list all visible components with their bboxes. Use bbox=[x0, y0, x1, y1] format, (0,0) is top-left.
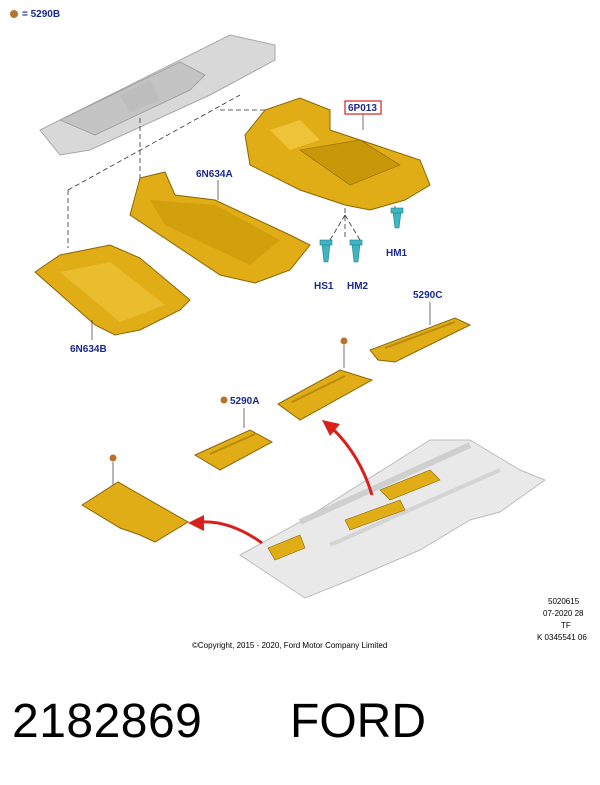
part-number: 2182869 bbox=[12, 695, 203, 748]
part-left-pad bbox=[81, 481, 189, 543]
part-6N634B-shield bbox=[34, 244, 191, 336]
code-line-3: TF bbox=[561, 621, 571, 630]
frame-rail bbox=[39, 34, 276, 156]
marker-dot-5290A-icon bbox=[220, 396, 228, 404]
part-5290A-pad bbox=[193, 429, 274, 471]
callout-HM1: HM1 bbox=[386, 248, 408, 259]
callout-5290C: 5290C bbox=[413, 290, 442, 301]
marker-dot-left-pad-icon bbox=[109, 454, 117, 462]
code-line-4: K 0345541 06 bbox=[537, 633, 587, 642]
callout-5290A: 5290A bbox=[230, 396, 259, 407]
callout-6P013: 6P013 bbox=[348, 103, 377, 114]
exploded-parts-diagram: = 5290B 6P013 HM1 HS1 HM2 bbox=[10, 9, 587, 650]
arrow-to-left-pad-icon bbox=[188, 515, 263, 545]
marker-dot-5290B-icon bbox=[340, 337, 348, 345]
floor-pan bbox=[239, 439, 547, 599]
legend-text: = 5290B bbox=[22, 9, 60, 20]
code-line-2: 07-2020 28 bbox=[543, 609, 584, 618]
fastener-HM2-icon bbox=[349, 239, 363, 263]
code-line-1: 5020615 bbox=[548, 597, 580, 606]
part-5290B-pad bbox=[277, 369, 374, 421]
arrow-to-middle-pad-icon bbox=[322, 420, 374, 496]
legend-dot-icon bbox=[10, 10, 18, 18]
callout-HM2: HM2 bbox=[347, 281, 369, 292]
fastener-HS1-icon bbox=[319, 239, 333, 263]
part-5290C-pad bbox=[369, 317, 472, 363]
fastener-HM1-icon bbox=[390, 207, 404, 229]
callout-6N634A: 6N634A bbox=[196, 169, 233, 180]
callout-HS1: HS1 bbox=[314, 281, 334, 292]
brand-name: FORD bbox=[290, 695, 426, 748]
copyright: ©Copyright, 2015 - 2020, Ford Motor Comp… bbox=[192, 641, 387, 650]
callout-6N634B: 6N634B bbox=[70, 344, 107, 355]
part-6N634A-shield bbox=[129, 171, 311, 284]
part-6P013-shield bbox=[244, 97, 431, 211]
